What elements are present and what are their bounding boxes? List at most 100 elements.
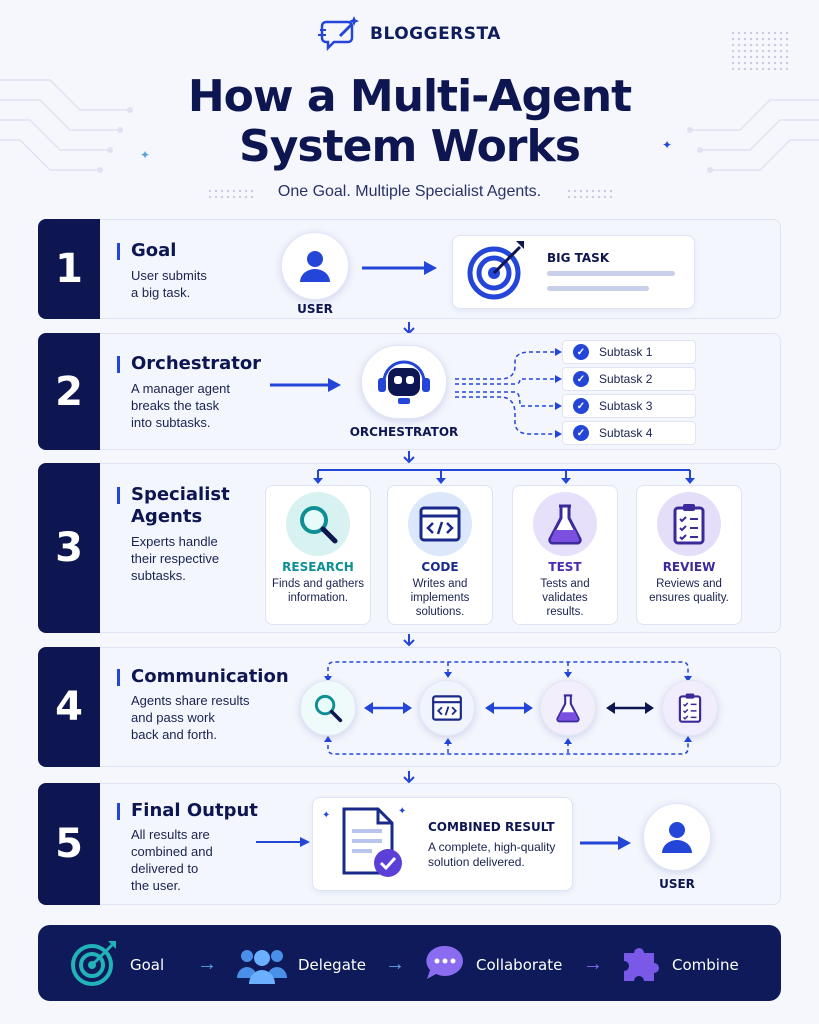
desc-line: implements — [410, 592, 470, 604]
arrow-right-icon — [270, 378, 341, 392]
agent-icon-bg — [286, 492, 350, 556]
desc-line: Reviews and — [656, 578, 722, 590]
agent-icon-bg — [533, 492, 597, 556]
magnifier-icon — [314, 694, 343, 723]
user-avatar — [281, 232, 349, 300]
check-icon: ✓ — [573, 425, 589, 441]
desc-line: results. — [546, 606, 584, 618]
desc-line: Finds and gathers — [271, 578, 365, 590]
footer-bar — [38, 925, 781, 1001]
title-line-2: System Works — [239, 121, 581, 172]
sparkle-icon: ✦ — [322, 810, 331, 821]
desc-line: solution delivered. — [428, 855, 525, 869]
step-desc-communication: Agents share results and pass work back … — [131, 692, 250, 743]
title-line: Specialist — [131, 484, 230, 505]
desc-line: ensures quality. — [649, 592, 729, 604]
desc-line: solutions. — [415, 606, 465, 618]
footer-label-delegate: Delegate — [298, 956, 366, 974]
combined-result-title: COMBINED RESULT — [428, 820, 555, 834]
desc-line: All results are — [131, 827, 210, 842]
arrow-right-icon — [580, 836, 631, 850]
agent-name: REVIEW — [662, 560, 716, 574]
title-line-1: How a Multi-Agent — [187, 71, 632, 122]
user-label: USER — [297, 302, 333, 316]
big-task-label: BIG TASK — [547, 251, 610, 265]
agent-card-test: TEST Tests and validates results. — [512, 485, 618, 625]
desc-line: the user. — [131, 878, 181, 893]
desc-line: validates — [542, 592, 588, 604]
agent-desc: Reviews and ensures quality. — [641, 577, 737, 605]
agent-desc: Tests and validates results. — [517, 577, 613, 619]
step-number-4: 4 — [38, 647, 100, 767]
placeholder-line — [547, 271, 675, 276]
step-title-orchestrator: Orchestrator — [116, 353, 262, 374]
user-icon — [300, 251, 330, 282]
footer-label-combine: Combine — [672, 956, 739, 974]
subtask-item-4: ✓ Subtask 4 — [562, 421, 696, 445]
user-label: USER — [659, 877, 695, 891]
brand-name: BLOGGERSTA — [370, 24, 501, 44]
document-check-icon — [342, 807, 402, 877]
placeholder-line — [547, 286, 649, 291]
dot-decoration — [207, 188, 255, 200]
arrow-right-icon: → — [385, 953, 405, 975]
clipboard-icon — [673, 504, 705, 545]
circuit-decoration-left — [0, 79, 133, 173]
desc-line: Experts handle — [131, 534, 218, 549]
desc-line: Writes and — [412, 578, 468, 590]
page-title: How a Multi-Agent System Works — [0, 72, 819, 172]
subtask-label: Subtask 3 — [599, 399, 653, 413]
step-title-communication: Communication — [117, 666, 289, 687]
agent-card-review: REVIEW Reviews and ensures quality. — [636, 485, 742, 625]
bidirectional-arrow-icon — [364, 702, 412, 714]
desc-line: combined and — [131, 844, 213, 859]
user-avatar — [643, 803, 711, 871]
subtask-item-1: ✓Subtask 1 — [562, 340, 696, 364]
desc-line: back and forth. — [131, 727, 217, 742]
comm-node-test — [540, 680, 596, 736]
orchestrator-label: ORCHESTRATOR — [349, 425, 459, 439]
target-icon — [71, 941, 116, 986]
desc-line: and pass work — [131, 710, 215, 725]
subtask-label: Subtask 4 — [599, 426, 653, 440]
agent-icon-bg — [657, 492, 721, 556]
combined-result-desc: A complete, high-quality solution delive… — [428, 840, 555, 870]
bidirectional-arrow-icon — [606, 702, 654, 714]
desc-line: delivered to — [131, 861, 199, 876]
check-icon: ✓ — [573, 371, 589, 387]
brand-logo-icon — [318, 16, 360, 52]
desc-line: Tests and — [540, 578, 590, 590]
agent-icon-bg — [408, 492, 472, 556]
user-icon — [662, 822, 692, 853]
agent-desc: Writes and implements solutions. — [392, 577, 488, 619]
title-line: Agents — [131, 506, 203, 527]
sparkle-icon: ✦ — [140, 148, 151, 162]
clipboard-icon — [678, 693, 702, 723]
step-number-1: 1 — [38, 219, 100, 319]
agent-desc: Finds and gathers information. — [270, 577, 366, 605]
step-desc-goal: User submits a big task. — [131, 267, 207, 301]
step-title-final-output: Final Output — [117, 800, 258, 821]
desc-line: Agents share results — [131, 693, 250, 708]
page-subtitle: One Goal. Multiple Specialist Agents. — [277, 183, 542, 200]
agent-name: RESEARCH — [282, 560, 354, 574]
communication-loop-connectors — [324, 661, 692, 755]
comm-node-review — [662, 680, 718, 736]
subtask-item-2: ✓ Subtask 2 — [562, 367, 696, 391]
arrow-right-icon: → — [583, 953, 603, 975]
desc-line: their respective — [131, 551, 220, 566]
arrow-down-icon — [403, 451, 415, 464]
footer-label-goal: Goal — [130, 956, 165, 974]
flask-icon — [556, 694, 580, 723]
dot-decoration — [566, 188, 614, 200]
robot-icon — [378, 360, 430, 404]
check-icon: ✓ — [573, 398, 589, 414]
arrow-down-icon — [403, 771, 415, 784]
subtask-label: Subtask 2 — [599, 372, 653, 386]
orchestrator-avatar — [361, 345, 447, 419]
arrow-right-icon: → — [197, 953, 217, 975]
desc-line: User submits — [131, 268, 207, 283]
people-icon — [237, 950, 287, 984]
check-icon: ✓ — [573, 344, 589, 360]
desc-line: subtasks. — [131, 568, 186, 583]
